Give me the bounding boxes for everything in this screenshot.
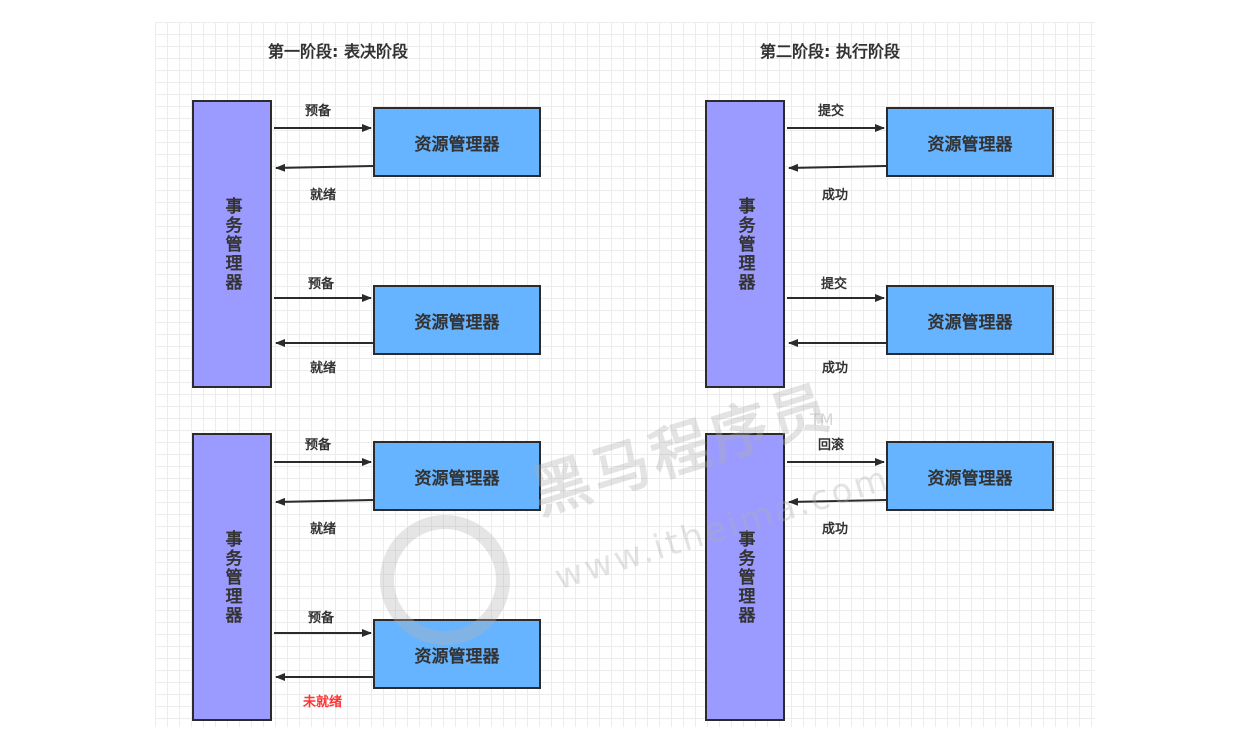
- not-ready-label: 未就绪: [303, 695, 343, 710]
- resource-manager-box: 资源管理器: [373, 441, 541, 511]
- prepare-label: 预备: [305, 438, 332, 453]
- phase2-title: 第二阶段: 执行阶段: [760, 42, 900, 61]
- transaction-manager-label: 事务管理器: [221, 196, 242, 292]
- transaction-manager-box: 事务管理器: [705, 100, 785, 388]
- resource-manager-box: 资源管理器: [373, 107, 541, 177]
- commit-label: 提交: [821, 277, 848, 292]
- response-arrow: [275, 163, 374, 172]
- response-arrow: [275, 497, 374, 506]
- success-label: 成功: [822, 361, 849, 376]
- transaction-manager-box: 事务管理器: [192, 100, 272, 388]
- transaction-manager-box: 事务管理器: [705, 433, 785, 721]
- resource-manager-box: 资源管理器: [373, 285, 541, 355]
- success-label: 成功: [822, 522, 849, 537]
- prepare-label: 预备: [308, 277, 335, 292]
- ready-label: 就绪: [310, 361, 337, 376]
- resource-manager-box: 资源管理器: [373, 619, 541, 689]
- response-arrow: [788, 163, 887, 172]
- ready-label: 就绪: [310, 188, 337, 203]
- transaction-manager-label: 事务管理器: [221, 529, 242, 625]
- prepare-label: 预备: [308, 611, 335, 626]
- ready-label: 就绪: [310, 522, 337, 537]
- transaction-manager-label: 事务管理器: [734, 529, 755, 625]
- transaction-manager-label: 事务管理器: [734, 196, 755, 292]
- rollback-label: 回滚: [818, 438, 845, 453]
- resource-manager-box: 资源管理器: [886, 107, 1054, 177]
- phase1-title: 第一阶段: 表决阶段: [268, 42, 408, 61]
- prepare-label: 预备: [305, 104, 332, 119]
- response-arrow: [788, 497, 887, 506]
- resource-manager-box: 资源管理器: [886, 441, 1054, 511]
- success-label: 成功: [822, 188, 849, 203]
- commit-label: 提交: [818, 104, 845, 119]
- resource-manager-box: 资源管理器: [886, 285, 1054, 355]
- transaction-manager-box: 事务管理器: [192, 433, 272, 721]
